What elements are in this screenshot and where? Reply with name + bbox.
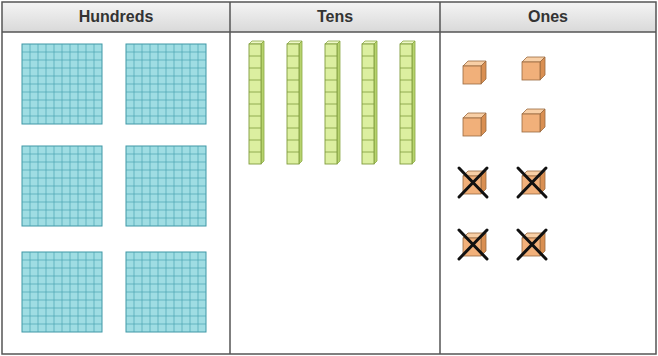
column-header: Tens	[230, 2, 440, 32]
one-cube	[522, 57, 545, 80]
ten-rod	[325, 41, 340, 164]
column-rule	[229, 2, 231, 354]
hundred-flat	[22, 44, 102, 124]
ten-rod	[400, 41, 415, 164]
ten-rod	[362, 41, 377, 164]
one-cube	[522, 109, 545, 132]
one-cube	[463, 113, 486, 136]
column-header: Ones	[440, 2, 656, 32]
hundred-flat	[22, 146, 102, 226]
crossed-one-cube	[518, 230, 546, 259]
hundred-flat	[126, 44, 206, 124]
ten-rod	[287, 41, 302, 164]
header-rule	[2, 31, 656, 33]
hundred-flat	[126, 146, 206, 226]
column-header: Hundreds	[2, 2, 230, 32]
crossed-one-cube	[518, 168, 546, 197]
header-band	[2, 2, 656, 32]
one-cube	[463, 61, 486, 84]
hundred-flat	[126, 252, 206, 332]
crossed-one-cube	[459, 168, 487, 197]
column-rule	[439, 2, 441, 354]
crossed-one-cube	[459, 230, 487, 259]
hundred-flat	[22, 252, 102, 332]
ten-rod	[249, 41, 264, 164]
